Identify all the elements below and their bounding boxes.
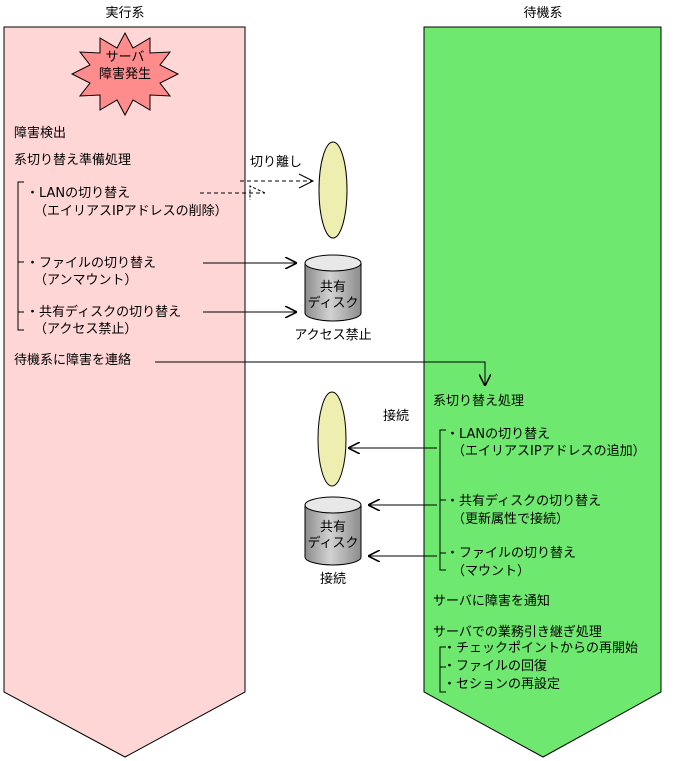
standby-system-header: 待機系 [523, 6, 563, 21]
active-items-bracket [17, 181, 24, 331]
takeover-item-file-recovery: ・ファイルの回復 [443, 659, 548, 674]
disk-bottom-caption: 接続 [319, 572, 346, 587]
disk-top-caption: アクセス禁止 [294, 328, 372, 343]
shared-disk-top-icon [304, 254, 362, 322]
lan-connect-label: 接続 [383, 409, 410, 424]
active-item-file-sub: （アンマウント） [34, 273, 138, 288]
burst-label-line2: 障害発生 [98, 67, 151, 82]
standby-item-disk-title: ・共有ディスクの切り替え [446, 494, 602, 509]
notify-standby-arrow [155, 361, 485, 386]
active-system-header: 実行系 [105, 6, 145, 21]
standby-item-file-title: ・ファイルの切り替え [446, 546, 577, 561]
notify-standby-label: 待機系に障害を連絡 [14, 353, 132, 368]
active-item-disk-title: ・共有ディスクの切り替え [26, 305, 182, 320]
failure-detection-label: 障害検出 [14, 126, 67, 141]
switch-process-label: 系切り替え処理 [433, 394, 525, 409]
disk-bottom-label-line2: ディスク [307, 536, 359, 551]
notify-server-label: サーバに障害を通知 [433, 594, 550, 609]
standby-item-disk-sub: （更新属性で接続） [452, 512, 570, 527]
burst-label-line1: サーバ [105, 50, 145, 65]
disk-top-label-line1: 共有 [319, 280, 346, 295]
detach-label: 切り離し [250, 155, 303, 170]
active-item-disk-sub: （アクセス禁止） [34, 322, 138, 337]
takeover-items-bracket [439, 646, 446, 693]
active-item-lan-sub: （エイリアスIPアドレスの削除） [34, 204, 228, 219]
switch-prep-label: 系切り替え準備処理 [14, 153, 132, 168]
active-item-lan-title: ・LANの切り替え [26, 186, 131, 201]
active-system-lane [3, 26, 246, 758]
takeover-item-session-reset: ・セションの再設定 [443, 677, 561, 692]
failure-burst-shape [70, 31, 180, 117]
standby-item-file-sub: （マウント） [452, 564, 531, 579]
lan-top-icon [318, 141, 348, 239]
disk-bottom-label-line1: 共有 [319, 520, 346, 535]
standby-item-lan-sub: （エイリアスIPアドレスの追加） [452, 444, 646, 459]
lan-bottom-icon [317, 391, 347, 487]
detach-arrow-head [249, 185, 266, 200]
shared-disk-bottom-icon [304, 496, 362, 566]
standby-item-lan-title: ・LANの切り替え [446, 427, 551, 442]
takeover-item-checkpoint: ・チェックポイントからの再開始 [443, 641, 639, 656]
takeover-label: サーバでの業務引き継ぎ処理 [433, 625, 602, 640]
disk-top-label-line2: ディスク [307, 296, 359, 311]
standby-system-lane [423, 26, 662, 758]
active-item-file-title: ・ファイルの切り替え [26, 256, 157, 271]
